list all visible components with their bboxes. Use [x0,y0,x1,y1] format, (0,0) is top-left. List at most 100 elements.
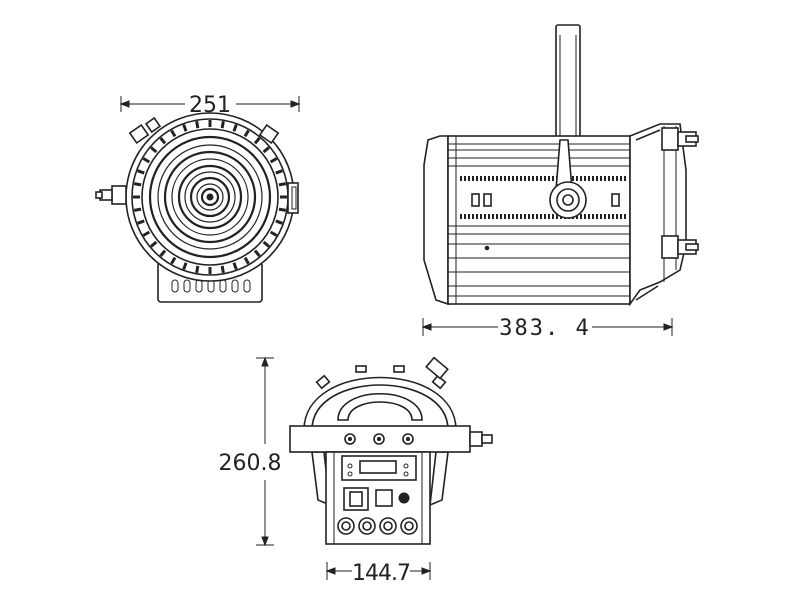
rear-arc-tabs [315,356,449,390]
side-vent-slot [604,214,606,219]
front-left-knob [95,185,127,205]
ring-vent [253,249,261,257]
side-vent-slot [532,176,534,181]
ring-vent [133,207,142,212]
side-vent-slot [620,176,622,181]
side-vent-slot [512,176,514,181]
ring-vent [182,262,188,270]
ring-vent [220,120,225,129]
rear-view: 260.8 [219,356,493,586]
side-vent-slot [596,214,598,219]
fresnel-ring [148,135,272,259]
side-vent-slot [624,214,626,219]
side-vent-slot [480,214,482,219]
side-vent-slot [572,176,574,181]
side-vent-slot [500,214,502,219]
side-vent-slot [472,176,474,181]
ring-vent [137,219,145,225]
ring-vent [150,240,158,248]
side-vent-slot [544,214,546,219]
ring-vent [142,230,151,237]
side-length-label: 383. 4 [499,316,590,341]
ring-vent [195,120,200,129]
front-top-clip-left [128,116,162,145]
ring-vent [170,256,177,265]
side-vent-slot [604,176,606,181]
side-vent-slot [580,176,582,181]
side-vent-slot [484,176,486,181]
side-length-dimension: 383. 4 [421,316,674,341]
side-vent-slot [600,176,602,181]
rear-height-dimension: 260.8 [219,356,281,547]
ring-vent [262,146,270,154]
rear-connectors [343,487,410,511]
side-vent-slot [536,176,538,181]
fresnel-ring [157,144,263,250]
side-vent-slot [528,214,530,219]
side-vent-slot [620,214,622,219]
side-vent-slot [488,214,490,219]
ring-vent [220,265,225,274]
side-vent-slot [592,214,594,219]
fresnel-lens [148,135,272,259]
side-vent-slot [580,214,582,219]
fresnel-ring [177,164,243,230]
side-vent-slot [524,214,526,219]
ring-vent [133,182,142,187]
side-vent-slot [476,176,478,181]
side-vent-slot [460,214,462,219]
rear-width-label: 144.7 [352,561,410,586]
ring-vent [137,169,145,175]
side-vent-slot [540,176,542,181]
side-vent-slot [600,214,602,219]
fresnel-ring [163,150,257,244]
ring-vent [262,240,270,248]
side-vent-slot [468,214,470,219]
side-vent-slot [616,176,618,181]
fresnel-ring [189,176,231,218]
side-vent-slot [592,176,594,181]
side-vent-slot [588,214,590,219]
side-vent-slot [608,176,610,181]
ring-vent [278,182,287,187]
side-vent-slot [596,176,598,181]
side-vent-slot [516,176,518,181]
side-vent-slot [520,176,522,181]
front-ring-vents [133,120,287,274]
ring-vent [182,124,188,132]
side-vent-slot [504,176,506,181]
side-vent-slot [516,214,518,219]
ring-vent [243,256,250,265]
side-vent-slot [548,176,550,181]
side-rear-bracket-top [661,127,699,151]
rear-display [341,455,417,481]
side-vent-slot [588,176,590,181]
side-vent-slot [616,214,618,219]
side-vent-slot [612,214,614,219]
side-vent-slot [480,176,482,181]
side-vent-slot [528,176,530,181]
ring-vent [195,265,200,274]
side-vent-slot [484,214,486,219]
fresnel-ring [184,171,236,223]
ring-vent [232,124,238,132]
side-view: 383. 4 [421,24,699,341]
ring-vent [253,137,261,145]
ring-vent [150,146,158,154]
fresnel-ring [200,187,220,207]
side-vent-slot [584,176,586,181]
side-vent-slot [496,214,498,219]
ring-vent [269,157,278,164]
side-vent-slot [492,176,494,181]
side-vent-slot [552,176,554,181]
side-vent-slot [536,214,538,219]
side-vent-slot [548,214,550,219]
side-vent-slot [500,176,502,181]
fresnel-ring [196,183,224,211]
side-vent-slot [476,214,478,219]
side-vent-slot [608,214,610,219]
side-vent-slot [464,176,466,181]
side-vent-slot [576,176,578,181]
ring-vent [243,129,250,138]
